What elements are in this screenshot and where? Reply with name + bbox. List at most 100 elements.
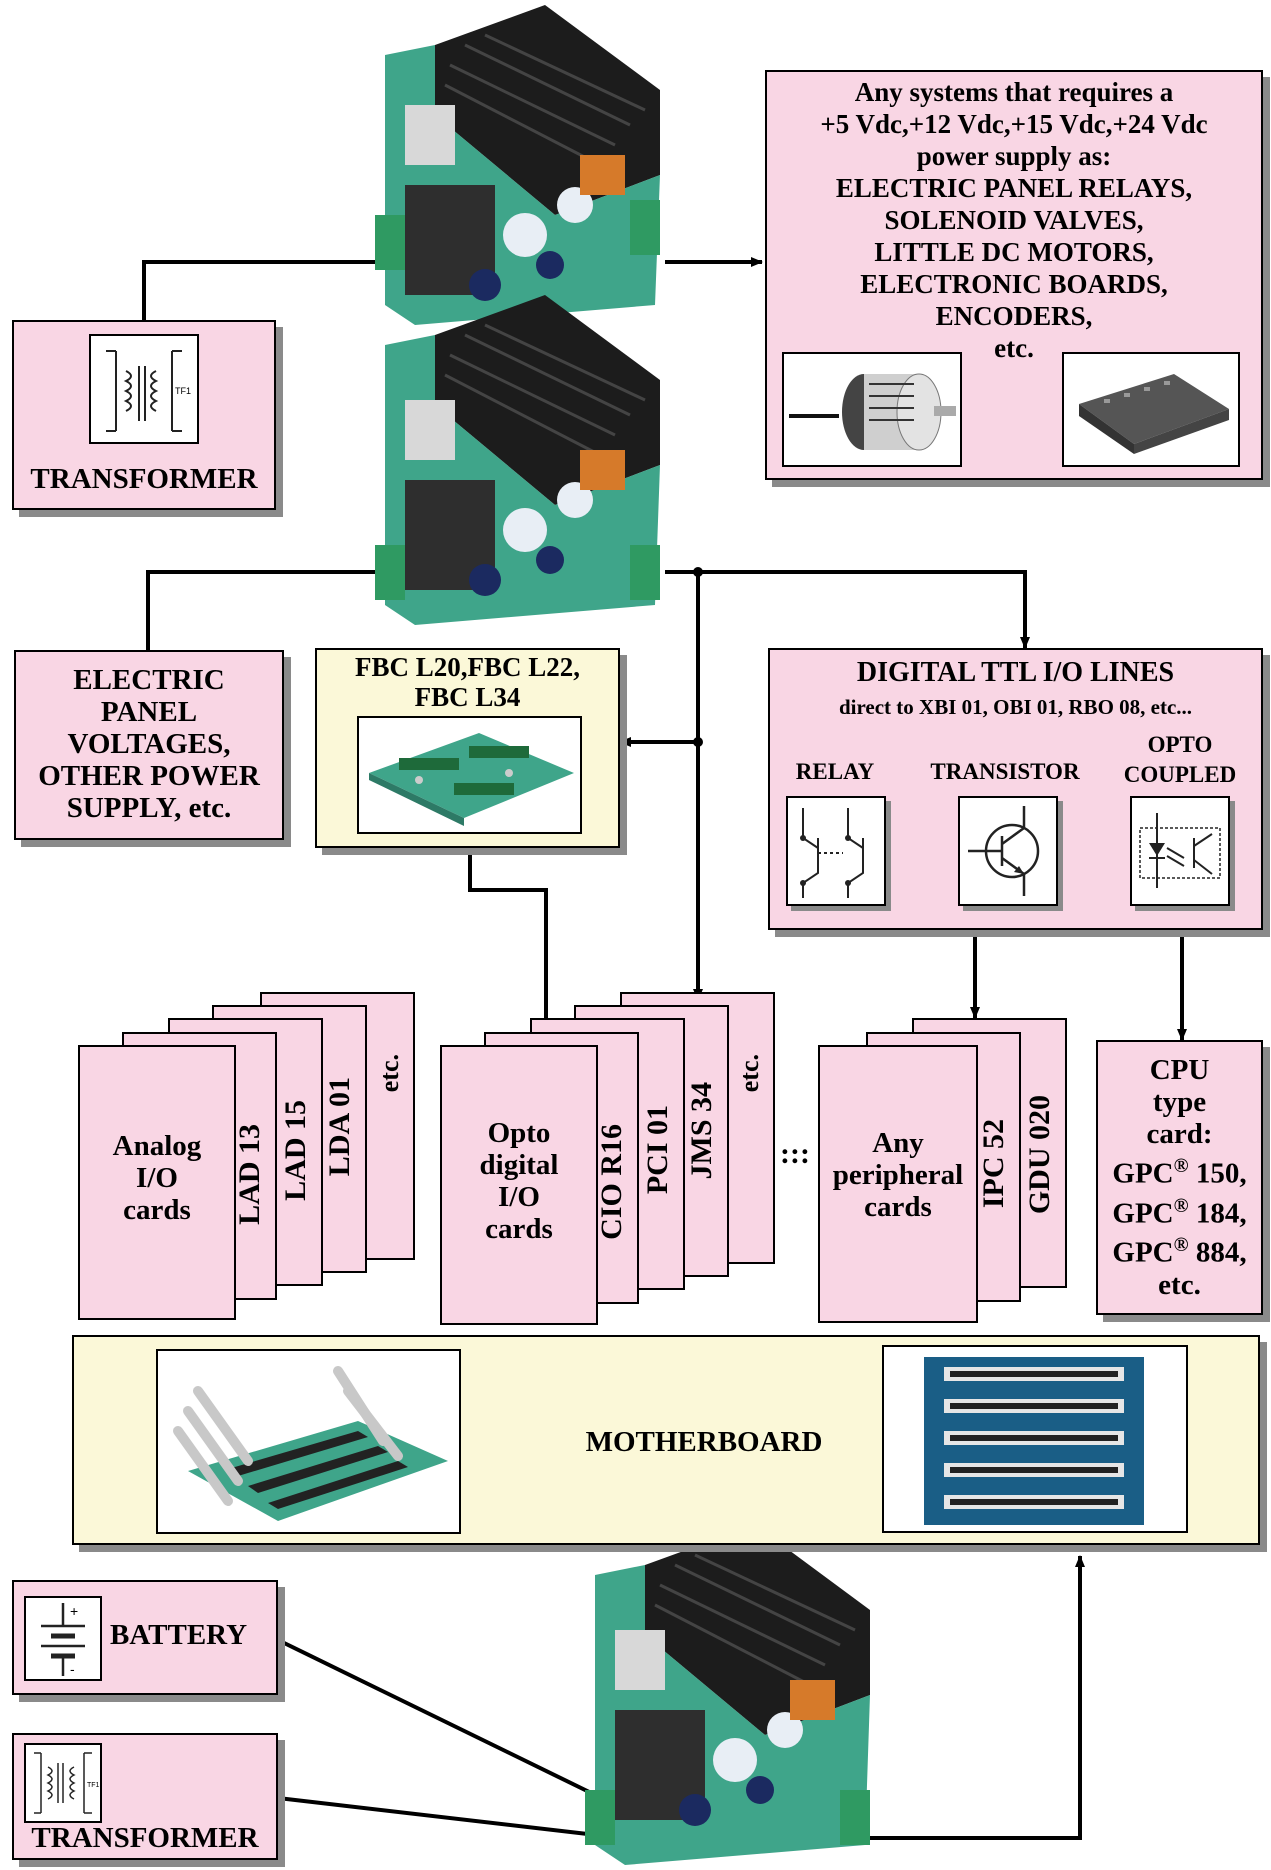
card-label: LAD 13 — [233, 1124, 266, 1225]
analog-line: cards — [123, 1194, 191, 1226]
opto-card-line: Opto — [487, 1117, 551, 1149]
opto-line: OPTO — [1147, 732, 1213, 757]
peripheral-line: Any — [872, 1127, 924, 1159]
cpu-model-prefix: GPC — [1112, 1157, 1174, 1190]
panel-line: ELECTRIC — [73, 664, 225, 696]
fbc-title: FBC L20,FBC L22, FBC L34 — [317, 652, 618, 712]
battery-icon: + - — [24, 1596, 102, 1681]
transformer-bottom-icon: TF1 — [24, 1743, 102, 1823]
consumers-line: ELECTRONIC BOARDS, — [860, 269, 1168, 299]
panel-line: SUPPLY, etc. — [66, 792, 232, 824]
electric-panel-box: ELECTRIC PANEL VOLTAGES, OTHER POWER SUP… — [14, 650, 284, 840]
panel-line: OTHER POWER — [38, 760, 260, 792]
power-supply-module-bottom — [585, 1525, 880, 1865]
fbc-box: FBC L20,FBC L22, FBC L34 — [315, 648, 620, 848]
panel-line: VOLTAGES, — [67, 728, 231, 760]
consumers-line: power supply as: — [916, 141, 1112, 171]
cpu-line: card: — [1146, 1118, 1213, 1150]
power-supply-module-top — [375, 5, 670, 325]
electric-panel-text: ELECTRIC PANEL VOLTAGES, OTHER POWER SUP… — [16, 664, 282, 824]
opto-label: OPTO COUPLED — [1105, 730, 1255, 790]
electronic-board-photo — [1062, 352, 1240, 467]
card-label: LDA 01 — [323, 1077, 356, 1177]
registered-mark: ® — [1173, 1234, 1189, 1257]
opto-card-front: Opto digital I/O cards — [440, 1045, 598, 1325]
card-label: IPC 52 — [977, 1119, 1010, 1209]
svg-text:+: + — [70, 1603, 78, 1619]
registered-mark: ® — [1173, 1155, 1189, 1177]
analog-card-front: Analog I/O cards — [78, 1045, 236, 1320]
cpu-line: etc. — [1158, 1268, 1201, 1301]
arrow-transformer2-to-psu3 — [277, 1796, 623, 1842]
card-label: GDU 020 — [1023, 1095, 1056, 1215]
opto-card-text: Opto digital I/O cards — [442, 1117, 596, 1245]
arrow-panel-to-psu2 — [146, 567, 391, 650]
cpu-line: type — [1152, 1086, 1207, 1118]
transformer-top-box: TF1 TRANSFORMER — [12, 320, 276, 510]
opto-card-line: cards — [485, 1213, 553, 1245]
fbc-line: FBC L20,FBC L22, — [354, 652, 581, 682]
transformer-bottom-label: TRANSFORMER — [31, 1822, 259, 1854]
arrow-fbc-to-opto-cards — [468, 848, 551, 1031]
card-label: JMS 34 — [685, 1082, 718, 1180]
svg-text:TF1: TF1 — [87, 1782, 100, 1789]
transformer-top-label: TRANSFORMER — [30, 463, 258, 495]
transformer-icon: TF1 — [89, 334, 199, 444]
opto-card-line: I/O — [498, 1181, 540, 1213]
cpu-model-number: 184, — [1188, 1197, 1247, 1230]
cpu-model-prefix: GPC — [1112, 1197, 1174, 1230]
cpu-model: GPC® 884, — [1098, 1229, 1261, 1269]
digital-ttl-title: DIGITAL TTL I/O LINES — [856, 657, 1175, 688]
consumers-line: ENCODERS, — [935, 301, 1093, 331]
card-label: CIO R16 — [595, 1124, 628, 1240]
fbc-line: FBC L34 — [414, 682, 521, 712]
peripheral-line: cards — [864, 1191, 932, 1223]
registered-mark: ® — [1173, 1194, 1189, 1217]
relay-icon — [786, 796, 886, 906]
consumers-line: ELECTRIC PANEL RELAYS, — [835, 173, 1193, 203]
analog-line: I/O — [136, 1162, 178, 1194]
consumers-line: LITTLE DC MOTORS, — [874, 237, 1154, 267]
peripheral-card-front: Any peripheral cards — [818, 1045, 978, 1323]
junction-dot — [693, 737, 703, 747]
cpu-card-text: CPU type card: GPC® 150, GPC® 184, GPC® … — [1098, 1054, 1261, 1301]
motherboard-box: MOTHERBOARD — [72, 1335, 1260, 1545]
motherboard-photo-left — [156, 1349, 461, 1534]
cpu-model: GPC® 150, — [1098, 1150, 1261, 1190]
card-label: LAD 15 — [279, 1100, 312, 1201]
arrow-psu3-to-motherboard — [868, 1555, 1085, 1840]
cpu-line: CPU — [1149, 1054, 1210, 1086]
arrow-transformer-to-psu1 — [142, 257, 391, 320]
motherboard-label: MOTHERBOARD — [585, 1426, 823, 1458]
battery-label: BATTERY — [110, 1619, 248, 1651]
consumers-line: +5 Vdc,+12 Vdc,+15 Vdc,+24 Vdc — [820, 109, 1208, 139]
panel-line: PANEL — [100, 696, 198, 728]
relay-label: RELAY — [795, 759, 875, 784]
svg-text:-: - — [70, 1661, 75, 1677]
cpu-model: GPC® 184, — [1098, 1190, 1261, 1230]
cpu-model-prefix: GPC — [1112, 1236, 1174, 1269]
power-consumers-text: Any systems that requires a +5 Vdc,+12 V… — [767, 76, 1261, 364]
junction-dot — [693, 567, 703, 577]
card-label: PCI 01 — [641, 1105, 674, 1195]
card-label: etc. — [375, 1054, 404, 1093]
motherboard-photo-right — [882, 1345, 1188, 1533]
card-label: etc. — [735, 1054, 764, 1093]
consumers-line: SOLENOID VALVES, — [884, 205, 1144, 235]
peripheral-line: peripheral — [832, 1159, 964, 1191]
consumers-line: Any systems that requires a — [854, 77, 1174, 107]
arrow-psu2-to-ttl — [665, 570, 1030, 649]
digital-ttl-subtitle: direct to XBI 01, OBI 01, RBO 08, etc... — [838, 695, 1193, 719]
power-consumers-box: Any systems that requires a +5 Vdc,+12 V… — [765, 70, 1263, 480]
consumers-line: etc. — [994, 333, 1034, 363]
arrow-battery-to-psu3 — [277, 1638, 623, 1810]
cpu-model-number: 150, — [1188, 1157, 1247, 1190]
encoder-photo — [782, 352, 962, 467]
analog-card-text: Analog I/O cards — [80, 1130, 234, 1226]
fbc-board-photo — [357, 716, 582, 834]
digital-ttl-box: DIGITAL TTL I/O LINES direct to XBI 01, … — [768, 648, 1263, 930]
battery-box: + - BATTERY — [12, 1580, 278, 1695]
power-supply-module-middle — [375, 295, 670, 625]
transistor-icon — [958, 796, 1058, 906]
peripheral-card-text: Any peripheral cards — [820, 1127, 976, 1223]
